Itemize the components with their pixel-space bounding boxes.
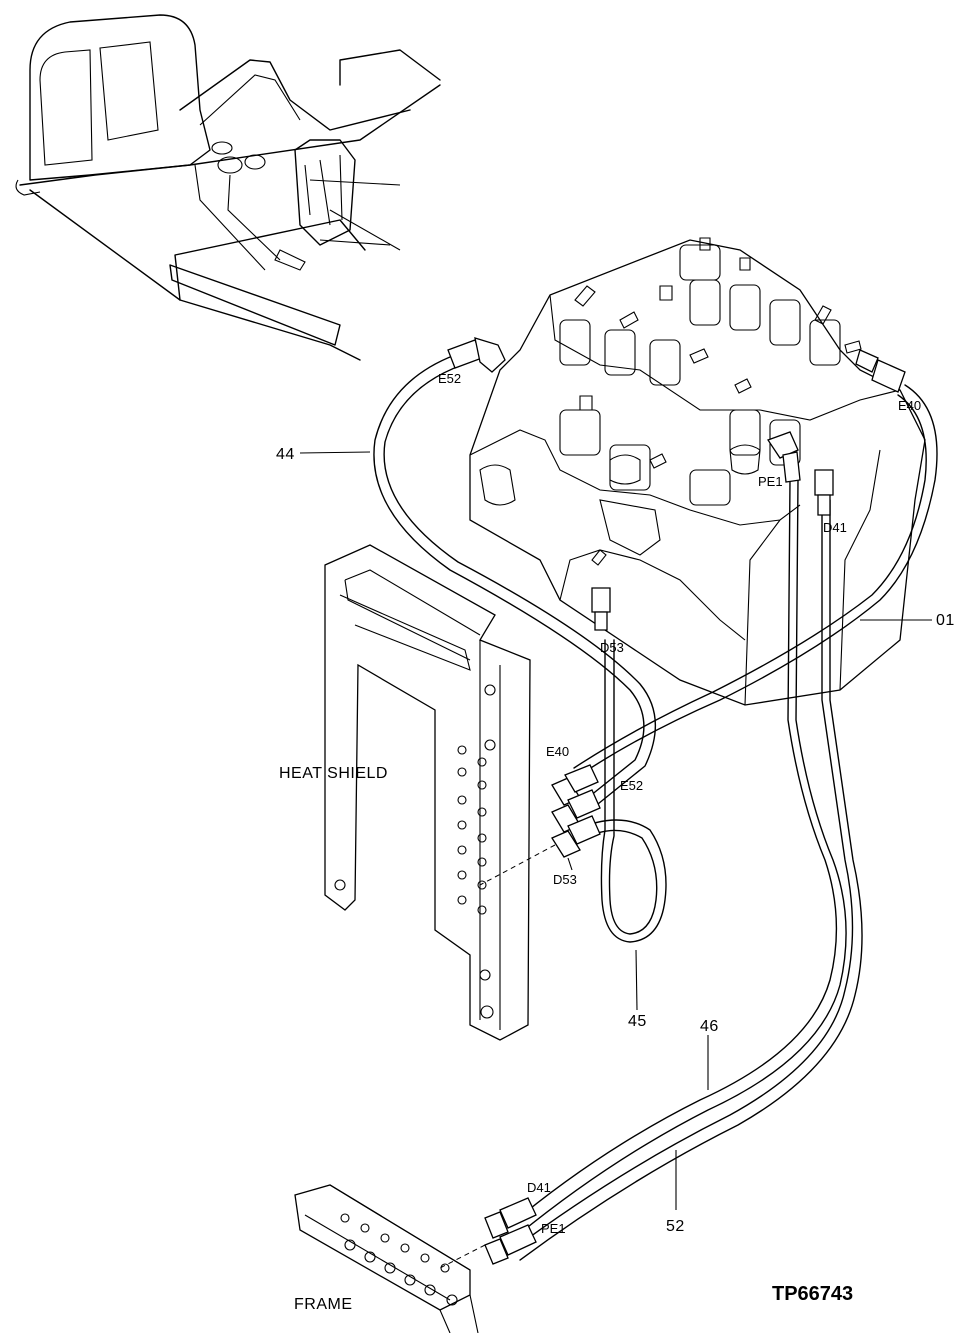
callout-52: 52 [666,1218,685,1235]
hoses [373,354,938,1261]
label-d53-upper: D53 [600,640,624,655]
callout-45: 45 [628,1013,647,1030]
label-e40-lower: E40 [546,744,569,759]
callout-46: 46 [700,1018,719,1035]
fittings [447,337,906,1265]
frame [294,1184,479,1333]
label-heat-shield: HEAT SHIELD [279,765,388,782]
label-pe1-lower: PE1 [541,1221,566,1236]
labels: E52 E40 PE1 D41 D53 44 01 HEAT SHIELD E4… [276,371,955,1313]
leader-lines [299,451,932,1269]
label-frame: FRAME [294,1296,353,1313]
label-d41-upper: D41 [823,520,847,535]
excavator-overview-inset [15,14,441,361]
label-e40-right: E40 [898,398,921,413]
label-pe1-upper: PE1 [758,474,783,489]
control-valve [469,237,926,706]
drawing-code: TP66743 [772,1283,853,1305]
heat-shield [324,544,531,1041]
label-e52-lower: E52 [620,778,643,793]
callout-01: 01 [936,612,955,629]
label-d41-lower: D41 [527,1180,551,1195]
label-e52-top: E52 [438,371,461,386]
callout-44: 44 [276,446,295,463]
label-d53-lower: D53 [553,872,577,887]
